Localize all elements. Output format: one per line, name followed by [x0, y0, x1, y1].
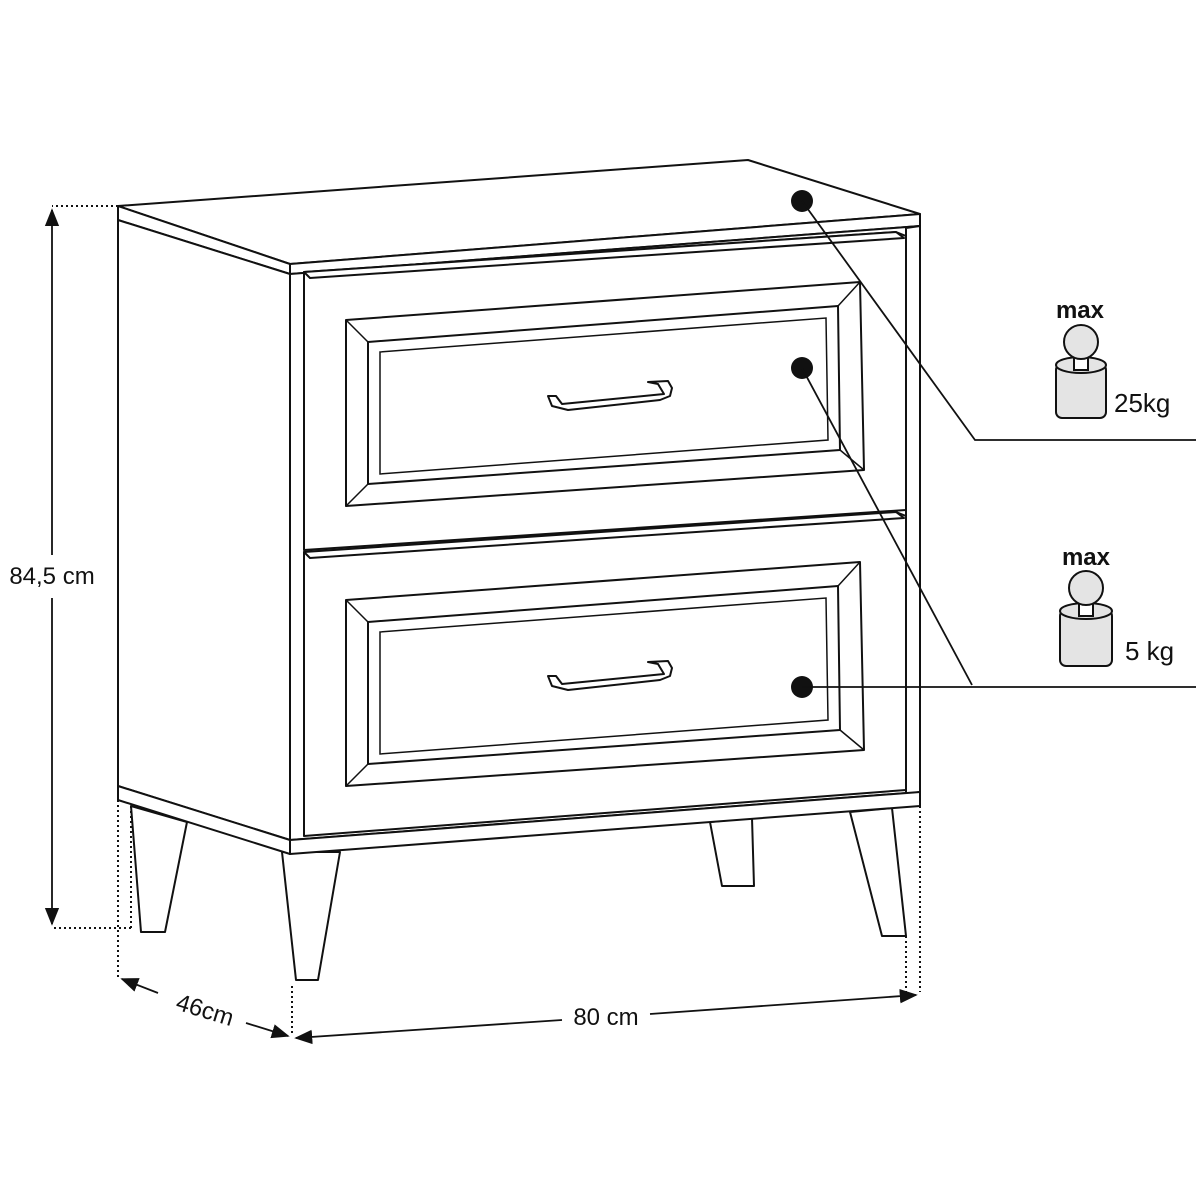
- weight-icon: [1059, 570, 1113, 667]
- leg-front-right: [849, 807, 907, 937]
- drawer-upper-panel-raise: [379, 317, 829, 475]
- cabinet-side-panel: [117, 219, 291, 841]
- drawer-lower-top-lip: [303, 511, 905, 559]
- dimension-depth-label: 46cm: [173, 989, 237, 1032]
- load-limit-drawer-label: max: [1062, 544, 1111, 571]
- leg-back-left: [130, 805, 188, 933]
- dimension-width: 80 cm: [294, 806, 921, 1045]
- cabinet: [117, 159, 921, 855]
- drawer-lower-panel-raise: [379, 597, 829, 755]
- leg-front-left: [281, 851, 341, 981]
- weight-icon: [1055, 324, 1107, 419]
- load-limit-top-value: 25kg: [1114, 388, 1170, 418]
- drawer-upper[interactable]: [303, 231, 907, 551]
- load-limit-top: max 25kg: [1055, 297, 1170, 419]
- dimension-height: 84,5 cm: [9, 205, 131, 929]
- load-limit-drawer: max 5 kg: [1059, 544, 1174, 667]
- cabinet-front-right-post: [905, 225, 921, 795]
- drawer-upper-handle[interactable]: [547, 380, 673, 411]
- drawer-lower-handle[interactable]: [547, 660, 673, 691]
- dimension-height-label: 84,5 cm: [9, 563, 94, 590]
- legs: [130, 805, 907, 981]
- load-limit-drawer-value: 5 kg: [1125, 636, 1174, 666]
- load-leaders: [791, 190, 1196, 698]
- drawer-upper-top-lip: [303, 231, 905, 279]
- load-limit-top-label: max: [1056, 297, 1105, 324]
- dimension-width-label: 80 cm: [573, 1004, 638, 1031]
- leg-back-right: [709, 817, 755, 887]
- drawer-lower[interactable]: [303, 511, 907, 837]
